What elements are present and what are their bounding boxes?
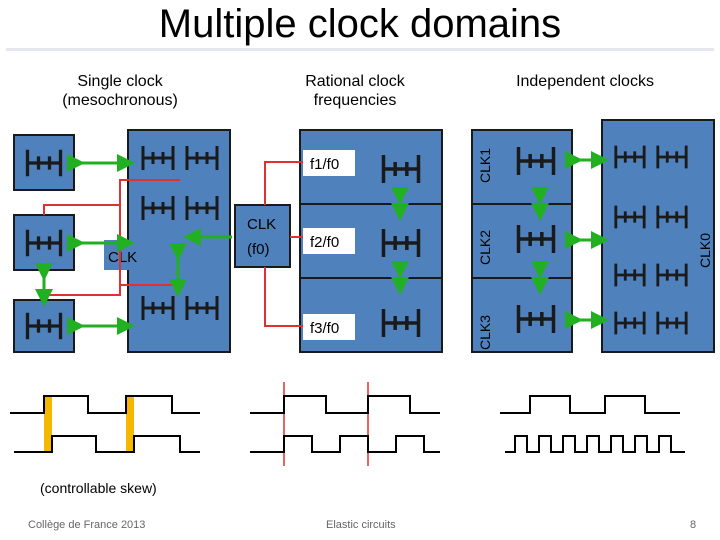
rational-clock-group: CLK (f0) f1/f0 f2/f0 f3/f0 xyxy=(183,129,443,353)
skew-marker xyxy=(126,396,134,452)
skew-marker xyxy=(44,396,52,452)
footer-left: Collège de France 2013 xyxy=(28,519,146,531)
clk2-label: CLK2 xyxy=(477,230,493,265)
ratio-f3: f3/f0 xyxy=(310,320,339,337)
single-clock-waveforms xyxy=(10,395,200,453)
clock-waveform xyxy=(500,395,680,414)
single-clock-group: CLK xyxy=(13,129,231,353)
clock-waveform xyxy=(250,395,440,414)
clk3-label: CLK3 xyxy=(477,315,493,350)
rational-clock-waveforms xyxy=(250,382,440,466)
clock-waveform xyxy=(10,395,200,414)
source-clock-label-line2: (f0) xyxy=(247,241,270,258)
header-independent: Independent clocks xyxy=(516,73,654,90)
clock-waveform xyxy=(14,435,200,453)
ratio-label-bg xyxy=(303,150,355,176)
ratio-f2: f2/f0 xyxy=(310,234,339,251)
independent-clock-group: CLK1 CLK2 CLK3 CLK0 xyxy=(471,119,715,353)
header-single-clock: Single clock (mesochronous) xyxy=(62,73,178,109)
clock-waveform xyxy=(505,435,685,453)
source-clock-block xyxy=(234,204,291,268)
independent-clock-waveforms xyxy=(500,395,685,453)
clock-waveform xyxy=(250,435,440,453)
ratio-f1: f1/f0 xyxy=(310,156,339,173)
footer-center: Elastic circuits xyxy=(326,519,396,531)
skew-note: (controllable skew) xyxy=(40,480,157,496)
page-number: 8 xyxy=(690,519,697,531)
clk1-label: CLK1 xyxy=(477,148,493,183)
ratio-label-bg xyxy=(303,228,355,254)
header-rational: Rational clock frequencies xyxy=(305,73,405,109)
slide-title: Multiple clock domains xyxy=(158,2,562,46)
clk0-label: CLK0 xyxy=(697,233,713,268)
title-divider xyxy=(6,48,714,51)
ratio-label-bg xyxy=(303,314,355,340)
source-clock-label-line1: CLK xyxy=(247,216,276,233)
independent-domain-block xyxy=(471,129,573,353)
clock-wire xyxy=(264,161,303,327)
single-clk-label: CLK xyxy=(108,249,137,266)
